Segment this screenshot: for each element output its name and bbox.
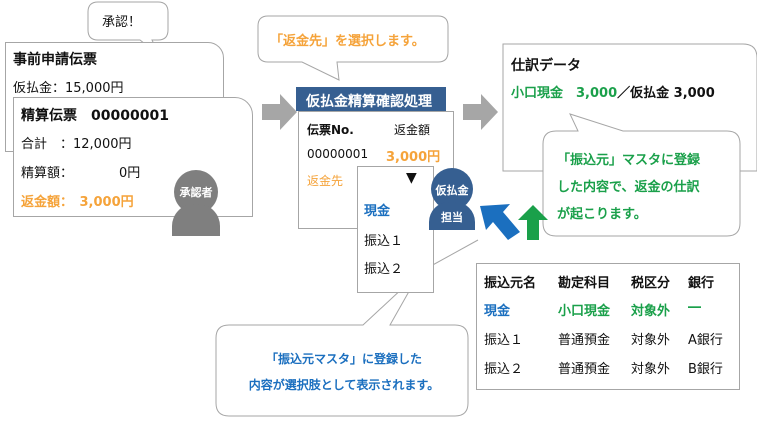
col-slip-no: 伝票No. [307,123,354,137]
journal-debit: 小口現金 3,000 [511,86,618,101]
dropdown-option-cash[interactable]: 現金 [364,204,391,219]
pre-request-title: 事前申請伝票 [13,52,97,68]
master-cell: 小口現金 [558,304,611,319]
staff-label-line1: 仮払金 [435,184,469,197]
select-bubble-text: 「返金先」を選択します。 [270,34,425,49]
master-header-cell: 税区分 [631,276,671,291]
green-arrow-icon [518,205,548,240]
master-table-row: 現金 小口現金 対象外 ― [484,300,744,320]
confirm-process-titlebar: 仮払金精算確認処理 [296,87,446,111]
refund-dest-dropdown[interactable] [357,166,434,293]
journal-bubble-line: した内容で、返金の仕訳 [557,180,700,195]
refund-dest-label: 返金先 [307,174,344,188]
pre-request-advance: 仮払金：15,000円 [13,81,124,96]
dropdown-option-transfer2[interactable]: 振込２ [364,262,404,277]
settlement-settled-value: 0円 [119,166,141,181]
master-cell: 対象外 [631,362,671,377]
arrow-right-1 [262,94,297,130]
master-cell: 対象外 [631,304,671,319]
refund-amount-value: 3,000円 [386,150,441,165]
master-cell: ― [688,300,701,315]
master-cell: B銀行 [688,362,723,377]
approver-person-icon: 承認者 [172,170,220,236]
master-table-row: 振込１ 普通預金 対象外 A銀行 [484,329,744,349]
master-bubble-text: 「振込元マスタ」に登録した 内容が選択肢として表示されます。 [226,346,462,398]
journal-bubble-line: が起こります。 [557,207,647,222]
master-bubble-line: 内容が選択肢として表示されます。 [248,378,440,392]
slip-no-value: 00000001 [307,147,369,161]
journal-entry: 小口現金 3,000／仮払金 3,000 [511,82,715,101]
master-cell: 現金 [484,304,511,319]
staff-person-icon: 仮払金 担当 [429,168,475,230]
journal-title: 仕訳データ [511,58,581,74]
approver-label: 承認者 [179,186,213,199]
master-table-row: 振込２ 普通預金 対象外 B銀行 [484,358,744,378]
journal-credit: ／仮払金 3,000 [617,86,715,101]
col-refund: 返金額 [394,123,431,137]
settlement-total: 合計 ：12,000円 [21,137,132,152]
master-header-cell: 銀行 [688,276,715,291]
master-table-header: 振込元名 勘定科目 税区分 銀行 [484,272,744,292]
master-cell: 対象外 [631,333,671,348]
journal-bubble-line: 「振込元」マスタに登録 [557,153,701,168]
master-cell: A銀行 [688,333,723,348]
transfer-source-master-table [476,263,740,390]
master-cell: 普通預金 [558,362,611,377]
journal-bubble-text: 「振込元」マスタに登録 した内容で、返金の仕訳 が起こります。 [557,147,700,228]
master-cell: 振込１ [484,333,524,348]
dropdown-arrow-icon[interactable]: ▼ [406,170,417,186]
master-cell: 普通預金 [558,333,611,348]
confirm-process-title: 仮払金精算確認処理 [306,94,432,110]
settlement-settled-label: 精算額： [21,166,74,181]
master-cell: 振込２ [484,362,524,377]
staff-label-line2: 担当 [441,211,463,224]
approval-bubble-text: 承認！ [102,15,142,30]
master-header-cell: 振込元名 [484,276,537,291]
master-header-cell: 勘定科目 [558,276,611,291]
dropdown-option-transfer1[interactable]: 振込１ [364,234,404,249]
master-bubble-line: 「振込元マスタ」に登録した [265,352,422,366]
arrow-right-2 [463,94,498,130]
settlement-title: 精算伝票 00000001 [21,108,169,124]
blue-arrow-icon [480,204,520,240]
settlement-refund: 返金額： 3,000円 [21,195,134,210]
